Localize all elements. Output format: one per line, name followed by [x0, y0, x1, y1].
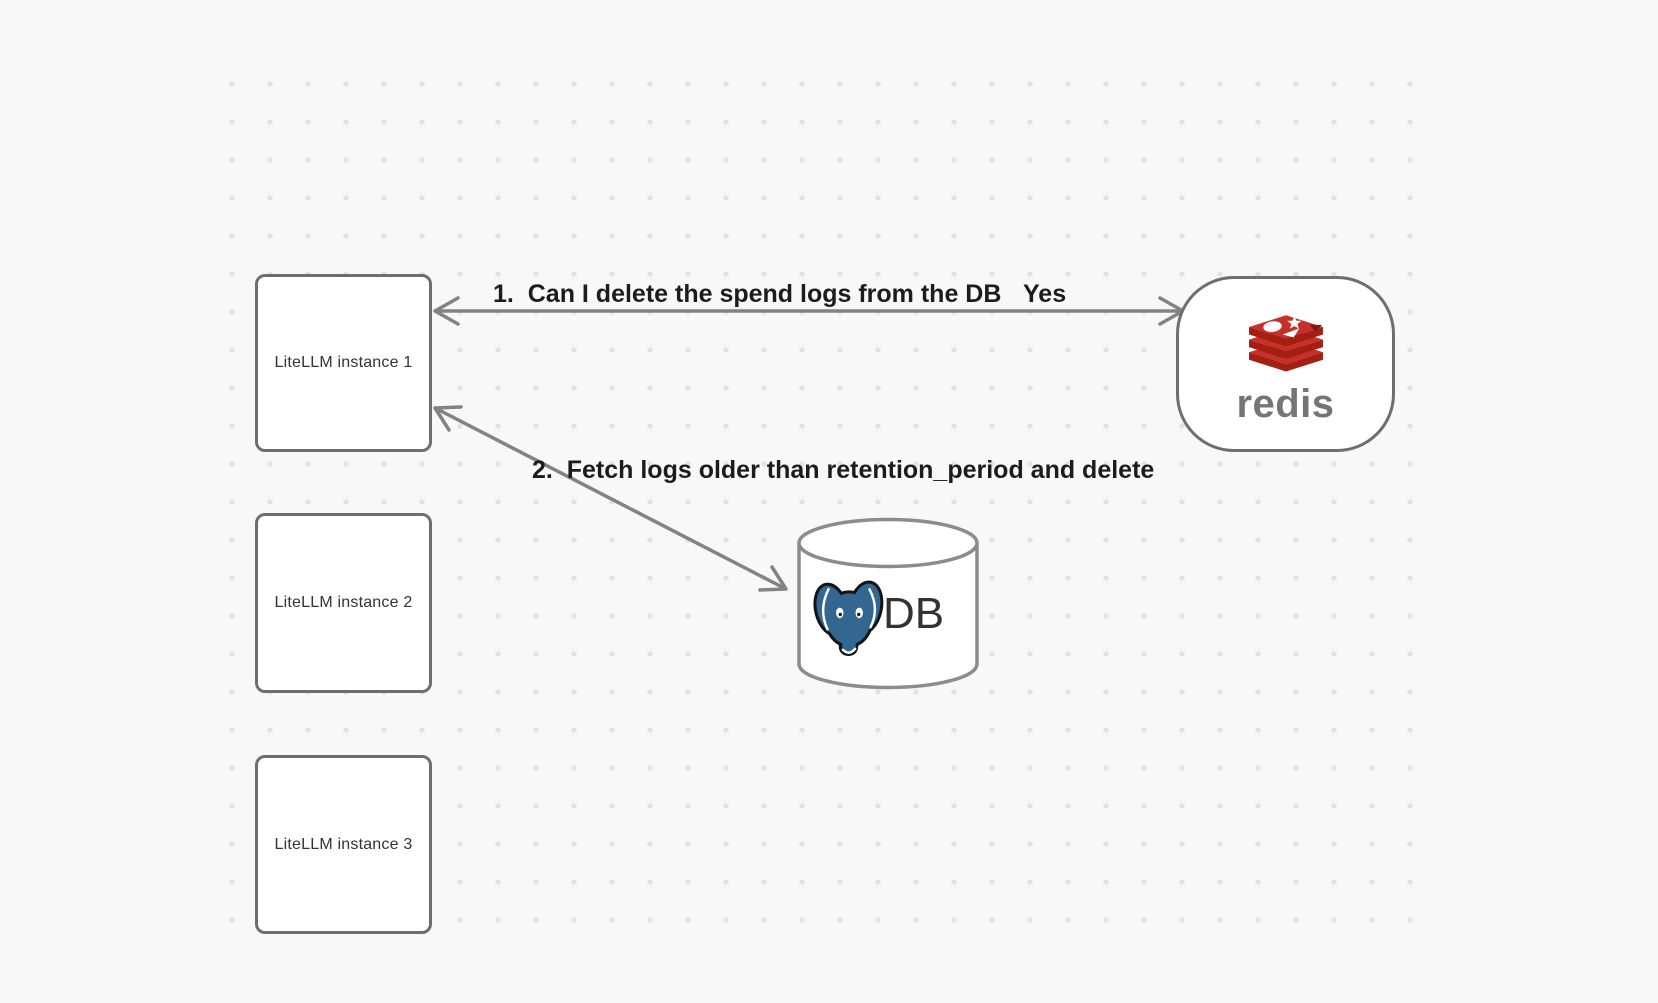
- node-label: redis: [1236, 382, 1335, 426]
- edge-1-label[interactable]: 1. Can I delete the spend logs from the …: [493, 280, 1002, 308]
- redis-logo: [1248, 315, 1323, 372]
- node-label-db: DB: [883, 589, 945, 638]
- edge-2-label[interactable]: 2. Fetch logs older than retention_perio…: [532, 456, 1155, 484]
- node-redis[interactable]: redis: [1176, 276, 1395, 452]
- node-litellm-instance-2[interactable]: LiteLLM instance 2: [255, 513, 432, 693]
- node-litellm-instance-3[interactable]: LiteLLM instance 3: [255, 755, 432, 934]
- node-label: LiteLLM instance 2: [274, 594, 413, 611]
- node-litellm-instance-1[interactable]: LiteLLM instance 1: [255, 274, 432, 452]
- edge-1-response-label[interactable]: Yes: [1023, 280, 1067, 308]
- node-label: LiteLLM instance 1: [274, 354, 413, 371]
- node-label: LiteLLM instance 3: [274, 835, 413, 853]
- arrow-litellm1-db[interactable]: [433, 405, 788, 592]
- postgresql-elephant-icon: [813, 580, 884, 656]
